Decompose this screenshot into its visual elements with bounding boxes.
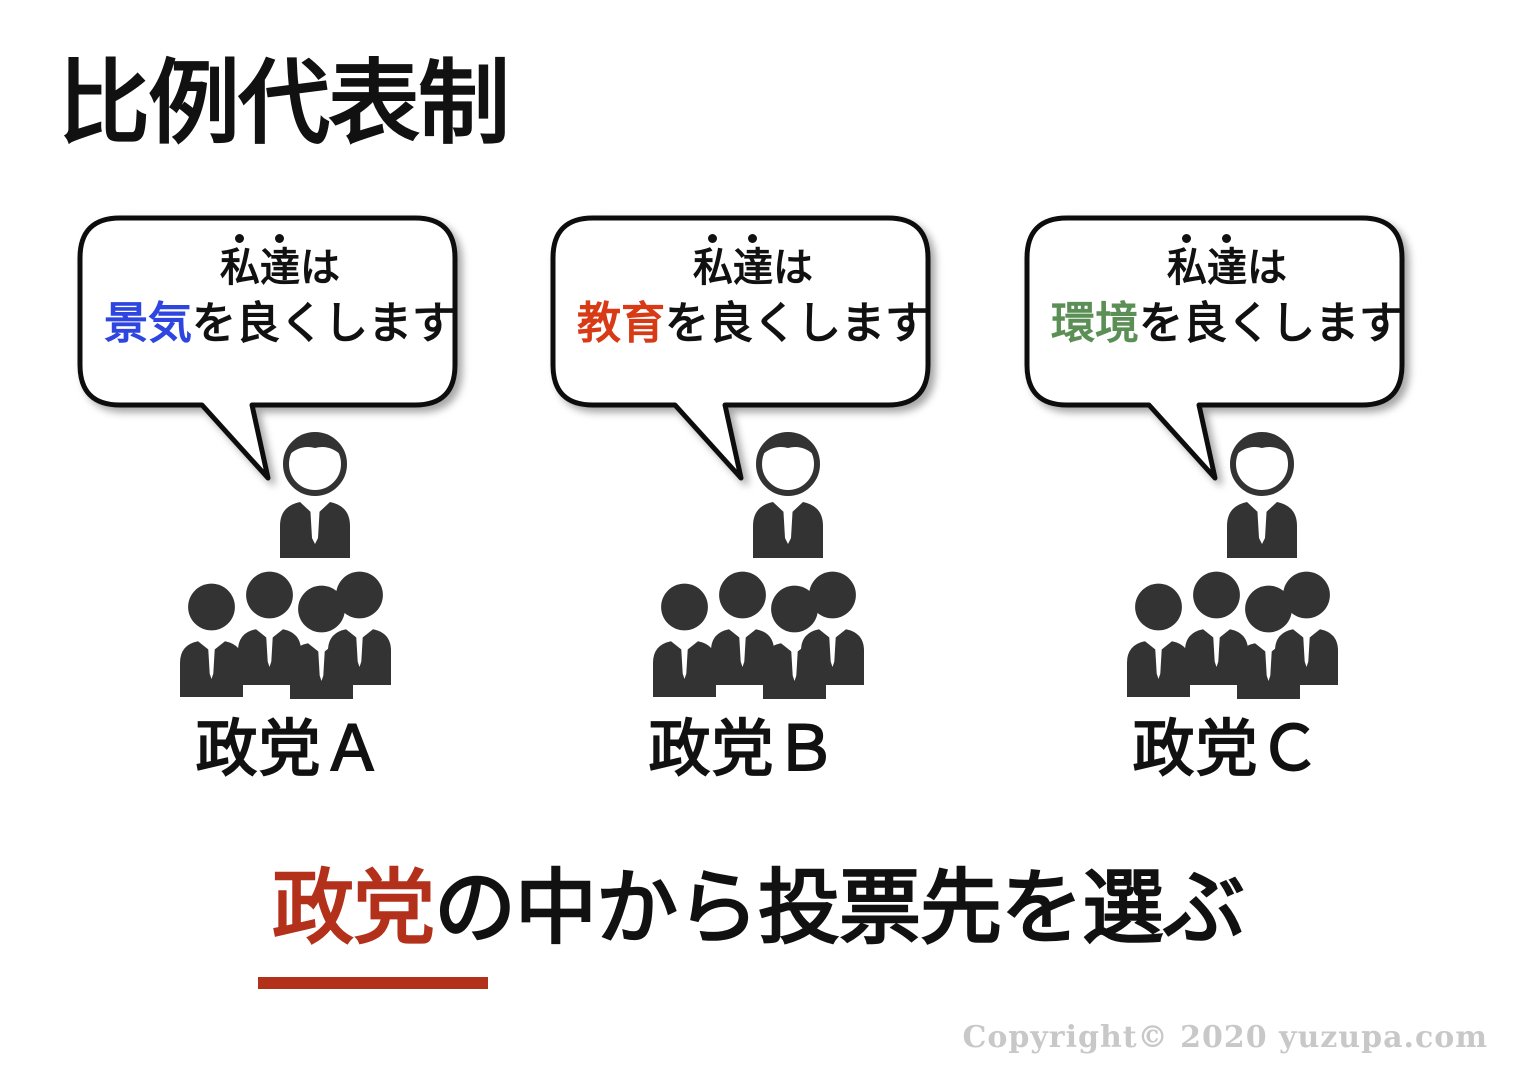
speech-bubble bbox=[550, 215, 931, 481]
member-icon bbox=[238, 571, 301, 685]
member-icon bbox=[763, 585, 826, 699]
speech-highlight: 環境 bbox=[1051, 298, 1139, 349]
member-icon bbox=[1237, 585, 1300, 699]
party-b: 私達は 教育を良くします bbox=[550, 210, 973, 810]
speech-bubble bbox=[1024, 215, 1405, 481]
speech-text: 私達は 教育を良くします bbox=[573, 234, 933, 349]
party-label: 政党Ａ bbox=[195, 712, 385, 785]
copyright: Copyright© 2020 yuzupa.com bbox=[962, 1020, 1488, 1055]
member-icon bbox=[801, 571, 864, 685]
speech-highlight: 景気 bbox=[104, 298, 192, 349]
leader-icon bbox=[1227, 432, 1297, 558]
member-icon bbox=[180, 583, 243, 697]
leader-icon bbox=[280, 432, 350, 558]
speech-rest: を良くします bbox=[665, 298, 929, 349]
member-icon bbox=[711, 571, 774, 685]
emphasis-dots bbox=[693, 234, 813, 244]
speech-line1: 私達は bbox=[1167, 245, 1287, 291]
speech-bubble bbox=[77, 215, 458, 481]
leader-icon bbox=[753, 432, 823, 558]
speech-text: 私達は 景気を良くします bbox=[100, 234, 460, 349]
speech-line1: 私達は bbox=[693, 245, 813, 291]
party-group-icon bbox=[1127, 432, 1338, 699]
page-title: 比例代表制 bbox=[58, 50, 510, 157]
member-icon bbox=[290, 585, 353, 699]
member-icon bbox=[653, 583, 716, 697]
party-a: 私達は 景気を良くします bbox=[77, 210, 500, 810]
member-icon bbox=[1185, 571, 1248, 685]
speech-rest: を良くします bbox=[192, 298, 456, 349]
party-group-icon bbox=[180, 432, 391, 699]
speech-text: 私達は 環境を良くします bbox=[1047, 234, 1407, 349]
party-c: 私達は 環境を良くします bbox=[1024, 210, 1447, 810]
speech-highlight: 教育 bbox=[577, 298, 665, 349]
party-label: 政党Ｃ bbox=[1132, 712, 1322, 785]
conclusion-underline bbox=[258, 977, 488, 989]
emphasis-dots bbox=[220, 234, 340, 244]
party-label: 政党Ｂ bbox=[648, 712, 838, 785]
speech-line1: 私達は bbox=[220, 245, 340, 291]
speech-rest: を良くします bbox=[1139, 298, 1403, 349]
conclusion-rest: の中から投票先を選ぶ bbox=[434, 861, 1245, 956]
conclusion-text: 政党の中から投票先を選ぶ bbox=[272, 868, 1245, 950]
member-icon bbox=[1127, 583, 1190, 697]
emphasis-dots bbox=[1167, 234, 1287, 244]
conclusion-highlight: 政党 bbox=[272, 861, 435, 956]
party-group-icon bbox=[653, 432, 864, 699]
